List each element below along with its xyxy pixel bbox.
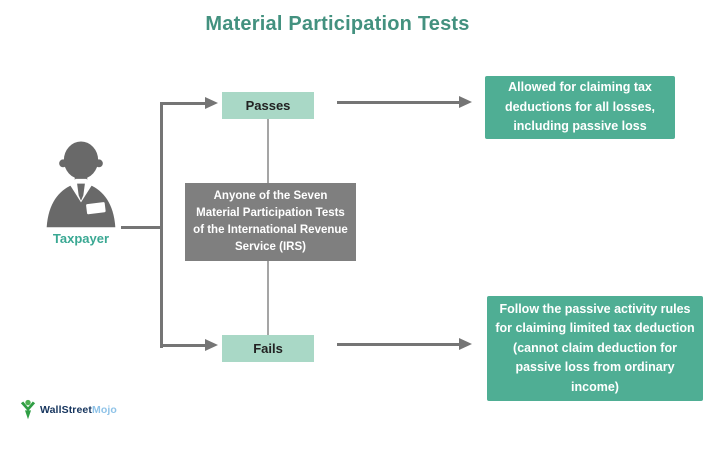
seven-tests-box: Anyone of the Seven Material Participati… bbox=[185, 183, 356, 261]
branch-bottom-arrowhead-icon bbox=[205, 339, 218, 351]
wallstreetmojo-figure-icon bbox=[20, 399, 36, 420]
fail-outcome-box: Follow the passive activity rules for cl… bbox=[487, 296, 703, 401]
taxpayer-label: Taxpayer bbox=[52, 231, 110, 246]
connector-taxpayer-line bbox=[121, 226, 162, 229]
logo-text-wallstreet: WallStreet bbox=[40, 403, 92, 416]
passes-outcome-arrowhead-icon bbox=[459, 96, 472, 108]
fails-box: Fails bbox=[222, 335, 314, 362]
branch-bottom-line bbox=[160, 344, 205, 347]
pass-outcome-box: Allowed for claiming tax deductions for … bbox=[485, 76, 675, 139]
branch-top-arrowhead-icon bbox=[205, 97, 218, 109]
taxpayer-person-icon bbox=[46, 141, 116, 228]
logo-text-mojo: Mojo bbox=[91, 403, 117, 416]
branch-top-line bbox=[160, 102, 205, 105]
wallstreetmojo-logo: WallStreetMojo bbox=[20, 399, 117, 420]
page-title: Material Participation Tests bbox=[205, 13, 470, 35]
logo-text: WallStreetMojo bbox=[40, 404, 117, 416]
fails-outcome-line bbox=[337, 343, 459, 346]
branch-spine-line bbox=[160, 102, 163, 348]
passes-outcome-line bbox=[337, 101, 459, 104]
passes-box: Passes bbox=[222, 92, 314, 119]
fails-outcome-arrowhead-icon bbox=[459, 338, 472, 350]
